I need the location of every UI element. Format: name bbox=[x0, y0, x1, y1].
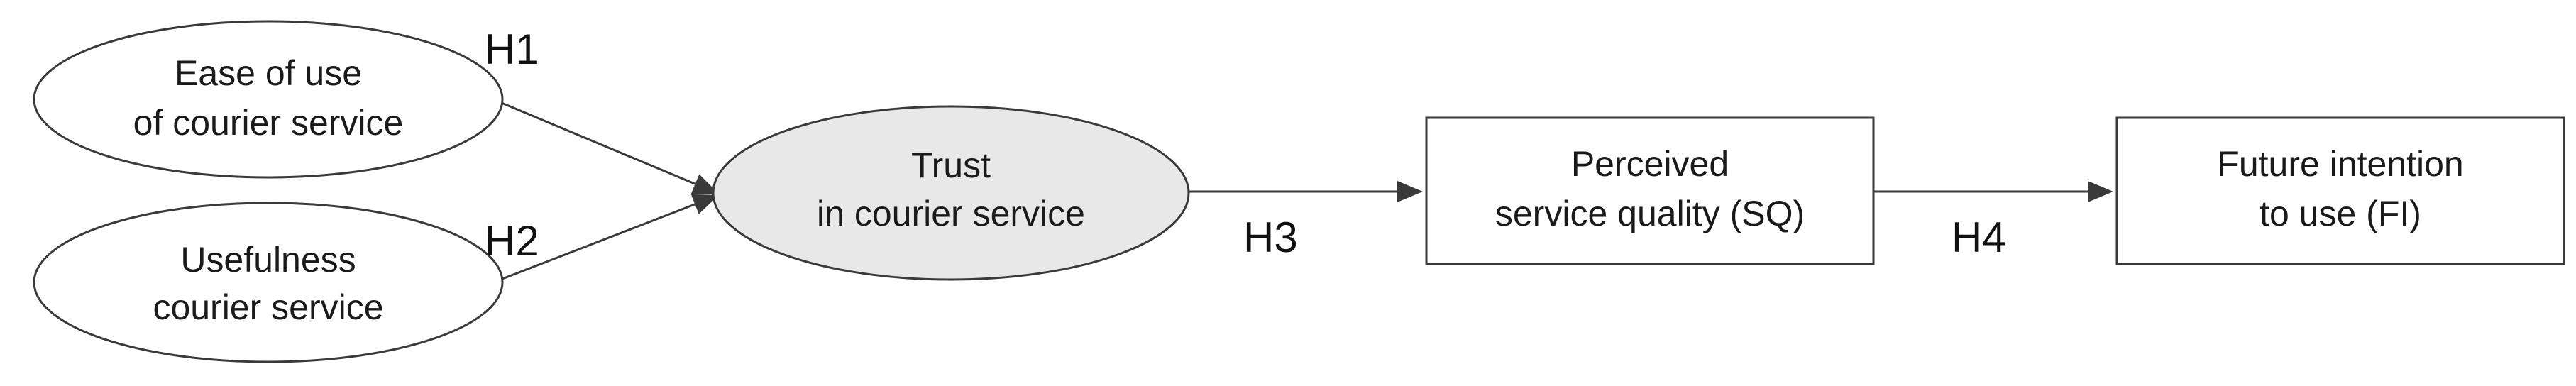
node-usefulness-label-line1: Usefulness bbox=[180, 240, 356, 280]
node-usefulness-shape bbox=[33, 202, 504, 363]
node-perceived-service-quality: Perceived service quality (SQ) bbox=[1425, 116, 1875, 265]
hypothesis-label-h3: H3 bbox=[1243, 214, 1298, 261]
node-usefulness: Usefulness courier service bbox=[33, 202, 504, 363]
edge-h2 bbox=[492, 194, 719, 284]
node-future-intention: Future intention to use (FI) bbox=[2115, 116, 2565, 265]
node-ease-of-use-label-line2: of courier service bbox=[133, 103, 404, 143]
node-perceived-service-quality-label-line1: Perceived bbox=[1571, 144, 1729, 184]
node-future-intention-label-line1: Future intention bbox=[2217, 144, 2463, 184]
node-future-intention-label-line2: to use (FI) bbox=[2259, 194, 2421, 233]
node-ease-of-use-label-line1: Ease of use bbox=[175, 53, 362, 93]
node-perceived-service-quality-shape bbox=[1425, 116, 1875, 265]
node-usefulness-label-line2: courier service bbox=[153, 287, 383, 327]
node-trust-shape bbox=[712, 105, 1190, 281]
node-trust-label-line1: Trust bbox=[911, 145, 991, 185]
node-trust: Trust in courier service bbox=[712, 105, 1190, 281]
edge-h1 bbox=[492, 98, 719, 194]
hypothesis-label-h4: H4 bbox=[1952, 214, 2006, 261]
node-ease-of-use: Ease of use of courier service bbox=[33, 20, 504, 179]
hypothesis-label-h1: H1 bbox=[485, 26, 539, 73]
hypothesis-label-h2: H2 bbox=[485, 217, 539, 265]
node-future-intention-shape bbox=[2115, 116, 2565, 265]
node-ease-of-use-shape bbox=[33, 20, 504, 179]
node-perceived-service-quality-label-line2: service quality (SQ) bbox=[1495, 194, 1805, 233]
node-trust-label-line2: in courier service bbox=[817, 194, 1085, 233]
